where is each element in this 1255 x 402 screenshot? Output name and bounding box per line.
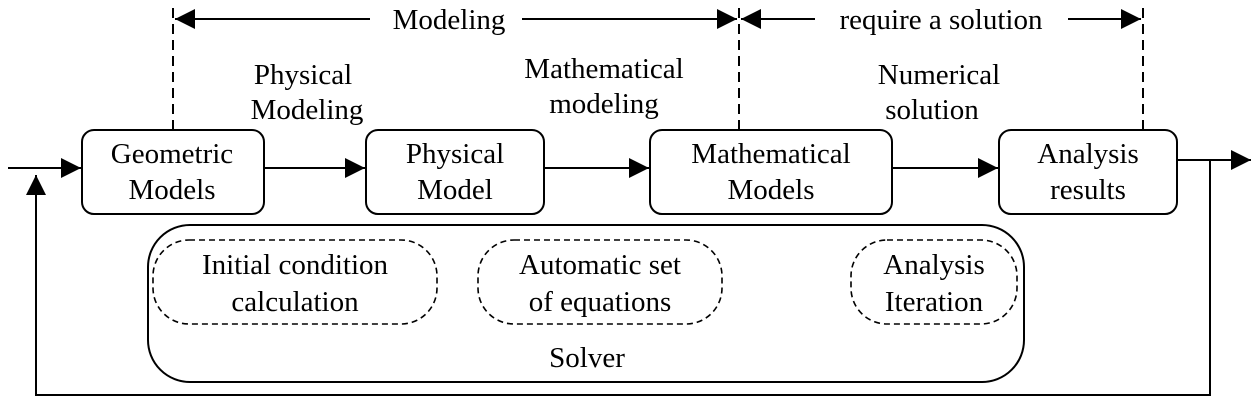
require-solution-label: require a solution <box>840 4 1043 36</box>
geometric-models-text-2: Models <box>129 174 216 206</box>
initial-condition-text-2: calculation <box>231 286 359 318</box>
solver-label: Solver <box>549 342 625 374</box>
automatic-set-step <box>477 239 723 325</box>
geometric-models-text-1: Geometric <box>111 138 233 170</box>
physical-modeling-label-1: Physical <box>254 59 352 91</box>
physical-modeling-label-2: Modeling <box>251 94 364 126</box>
initial-condition-text-1: Initial condition <box>202 249 389 281</box>
physical-model-text-1: Physical <box>406 138 504 170</box>
analysis-iteration-text-2: Iteration <box>885 286 984 318</box>
numerical-solution-label-1: Numerical <box>878 59 1000 91</box>
feedback-loop-line <box>26 160 1211 396</box>
mathematical-modeling-label-1: Mathematical <box>524 53 683 85</box>
analysis-results-text-2: results <box>1050 174 1126 206</box>
analysis-results-box <box>998 129 1178 215</box>
analysis-iteration-text-1: Analysis <box>883 249 985 281</box>
mathematical-models-text-1: Mathematical <box>691 138 850 170</box>
physical-model-text-2: Model <box>417 174 493 206</box>
numerical-solution-label-2: solution <box>885 94 979 126</box>
geometric-models-box <box>81 129 265 215</box>
mathematical-models-text-2: Models <box>728 174 815 206</box>
mathematical-models-box <box>649 129 893 215</box>
automatic-set-text-1: Automatic set <box>519 249 681 281</box>
mathematical-modeling-label-2: modeling <box>549 88 659 120</box>
initial-condition-step <box>152 239 438 325</box>
analysis-results-text-1: Analysis <box>1037 138 1139 170</box>
modeling-label: Modeling <box>393 4 506 36</box>
analysis-iteration-step <box>850 239 1018 325</box>
automatic-set-text-2: of equations <box>529 286 672 318</box>
physical-model-box <box>365 129 545 215</box>
